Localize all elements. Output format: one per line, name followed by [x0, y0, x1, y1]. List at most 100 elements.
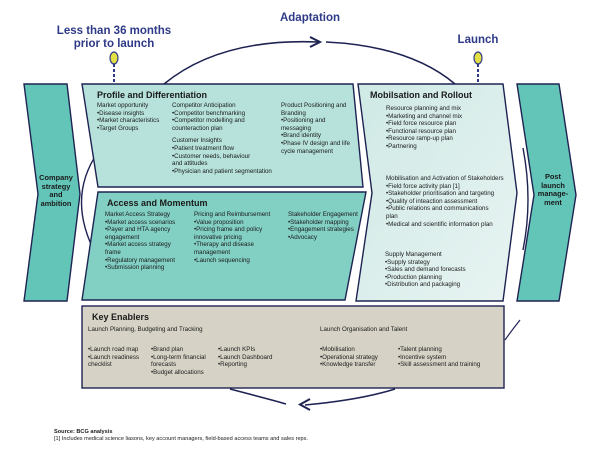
post-launch-label: Post launch manage- ment — [533, 172, 573, 207]
access-col-2: Pricing and Reimbursement •Value proposi… — [194, 211, 282, 264]
enablers-left-col-1: •Launch road map •Launch readiness check… — [88, 346, 148, 369]
list-item: •Partnering — [386, 142, 417, 150]
list-item: •Market access strategy frame — [105, 241, 171, 256]
mobilisation-group-3: Supply Management •Supply strategy •Sale… — [385, 251, 497, 289]
list-item: •Engagement strategies — [288, 226, 354, 234]
chevron-line: manage- — [537, 189, 569, 199]
milestone-adaptation-label: Adaptation — [279, 12, 341, 24]
group-heading: Market opportunity — [97, 102, 149, 109]
list-item: •Budget allocations — [151, 368, 204, 376]
access-col-1: Market Access Strategy •Market access sc… — [105, 211, 187, 272]
list-item: •Market access scenarios — [105, 218, 176, 226]
group-heading: Pricing and Reimbursement — [194, 211, 271, 218]
cycle-arrowhead-bottom — [297, 398, 311, 411]
list-item: •Brand plan — [151, 346, 184, 353]
profile-title: Profile and Differentiation — [97, 90, 208, 100]
list-item: •Resource ramp-up plan — [386, 135, 453, 143]
enablers-right-heading: Launch Organisation and Talent — [320, 326, 408, 333]
cycle-arc-bottom-left — [504, 319, 521, 341]
right-chevron-shape — [516, 83, 577, 302]
profile-block-shape — [81, 83, 364, 188]
access-block-shape — [81, 191, 367, 301]
mobilisation-title: Mobilsation and Rollout — [370, 90, 472, 100]
list-item: •Operational strategy — [320, 353, 378, 361]
list-item: •Launch sequencing — [194, 256, 250, 264]
group-heading: Resource planning and mix — [386, 105, 461, 112]
mobilisation-group-1: Resource planning and mix •Marketing and… — [386, 105, 498, 151]
list-item: •Payer and HTA agency engagement — [105, 226, 171, 241]
list-item: •Mobilisation — [320, 346, 355, 353]
list-item: •Incentive system — [398, 353, 447, 361]
list-item: •Stakeholder prioritisation and targetin… — [386, 190, 495, 198]
list-item: •Pricing frame and policy innovative pri… — [194, 226, 263, 241]
adaptation-arc-top-right — [325, 41, 456, 85]
group-heading: Customer Insights — [172, 137, 222, 145]
list-item: •Customer needs, behaviour and attitudes — [172, 152, 251, 168]
list-item: •Skill assessment and training — [398, 361, 481, 369]
footer: Source: BCG analysis [1] Includes medica… — [54, 429, 554, 443]
enablers-left-heading: Launch Planning, Budgeting and Tracking — [88, 326, 203, 333]
cycle-arc-bottom-right — [304, 388, 396, 406]
group-heading: Product Positioning and Branding — [281, 102, 347, 117]
chevron-line: ment — [544, 197, 562, 207]
list-item: •Competitor benchmarking — [172, 109, 246, 117]
milestone-start-line2: prior to launch — [73, 38, 155, 50]
list-item: •Phase IV design and life cycle manageme… — [281, 139, 350, 155]
list-item: •Reporting — [218, 361, 247, 369]
source-note: Source: BCG analysis — [54, 429, 113, 435]
enablers-right-col-1: •Mobilisation •Operational strategy •Kno… — [320, 346, 390, 369]
enablers-right-col-2: •Talent planning •Incentive system •Skil… — [398, 346, 498, 369]
cycle-arc-right — [522, 147, 529, 251]
list-item: •Medical and scientific information plan — [386, 220, 493, 228]
list-item: •Market characteristics — [97, 117, 160, 125]
profile-col-1: Market opportunity •Disease insights •Ma… — [97, 102, 167, 132]
chevron-line: launch — [541, 180, 565, 190]
list-item: •Launch Dashboard — [218, 353, 273, 361]
enablers-block-shape — [81, 305, 505, 389]
milestone-marker-start — [109, 51, 119, 84]
chevron-line: Company — [39, 173, 73, 182]
list-item: •Submission planning — [105, 264, 165, 272]
list-item: •Therapy and disease management — [194, 241, 254, 256]
list-item: •Field force activity plan [1] — [386, 182, 460, 190]
access-title: Access and Momentum — [107, 198, 208, 208]
mobilisation-block-shape — [355, 83, 518, 302]
access-col-3: Stakeholder Engagement •Stakeholder mapp… — [288, 211, 372, 241]
mobilisation-group-2: Mobilisation and Activation of Stakehold… — [386, 175, 514, 228]
group-heading: Competitor Anticipation — [172, 102, 236, 109]
list-item: •Long-term financial forecasts — [151, 353, 206, 369]
list-item: •Functional resource plan — [386, 127, 456, 135]
list-item: •Production planning — [385, 273, 442, 281]
milestone-launch-label: Launch — [457, 34, 499, 46]
list-item: •Talent planning — [398, 346, 442, 353]
group-heading: Market Access Strategy — [105, 211, 170, 218]
list-item: •Knowledge transfer — [320, 361, 376, 369]
list-item: •Distribution and packaging — [385, 281, 461, 289]
footnote: [1] Includes medical science liasons, ke… — [54, 436, 309, 442]
company-strategy-label: Company strategy and ambition — [36, 173, 76, 208]
group-heading: Supply Management — [385, 251, 442, 258]
list-item: •Public relations and communications pla… — [386, 205, 489, 220]
cycle-arc-bottom — [229, 388, 287, 405]
list-item: •Regulatory management — [105, 256, 175, 264]
chevron-line: and — [49, 190, 63, 200]
list-item: •Field force resource plan — [386, 120, 457, 128]
milestone-start-line1: Less than 36 months — [56, 25, 172, 37]
chevron-line: strategy — [41, 181, 71, 191]
enablers-left-col-2: •Brand plan •Long-term financial forecas… — [151, 346, 215, 376]
milestone-marker-launch — [473, 51, 483, 84]
list-item: •Launch readiness checklist — [88, 353, 140, 369]
chevron-line: Post — [544, 172, 561, 181]
left-chevron-shape — [23, 83, 81, 302]
list-item: •Quality of inteaction assessment — [386, 197, 478, 205]
list-item: •Stakeholder mapping — [288, 218, 349, 226]
list-item: •Value proposition — [194, 218, 244, 226]
milestone-start-label: Less than 36 months prior to launch — [52, 25, 176, 51]
group-heading: Mobilisation and Activation of Stakehold… — [386, 175, 504, 182]
adaptation-arrowhead — [309, 36, 323, 48]
list-item: •Target Groups — [97, 124, 139, 132]
list-item: •Patient treatment flow — [172, 144, 235, 152]
list-item: •Brand identity — [281, 132, 322, 140]
list-item: •Disease insights — [97, 109, 145, 117]
